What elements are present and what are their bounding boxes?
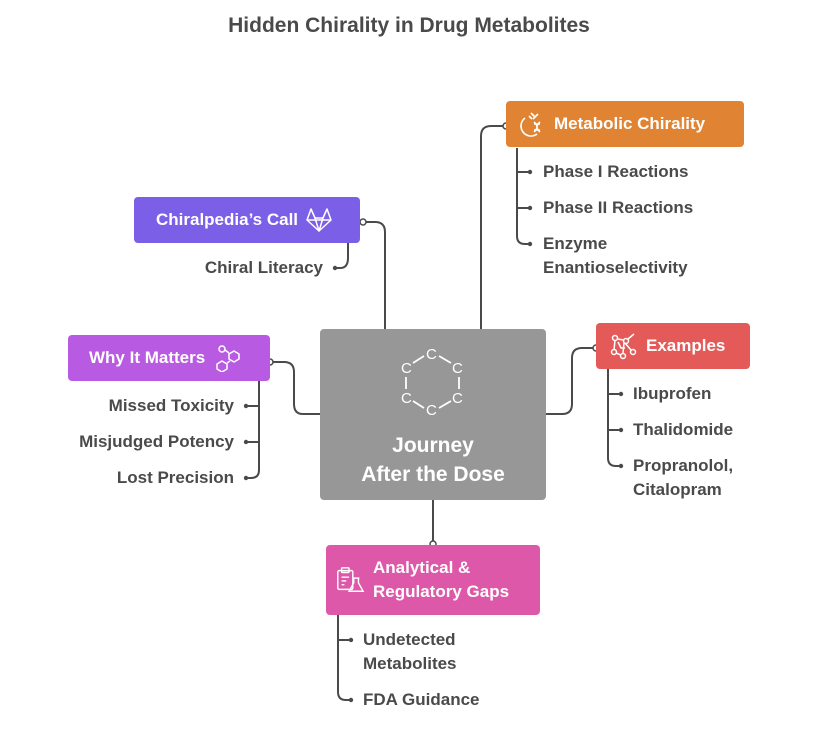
molecule-network-icon: [608, 331, 638, 361]
node-metabolic-chirality-label: Metabolic Chirality: [554, 114, 706, 133]
node-why-it-matters[interactable]: Why It Matters: [68, 335, 270, 381]
leaf-chiral-literacy: Chiral Literacy: [204, 258, 323, 277]
node-analytical-regulatory-gaps[interactable]: Analytical & Regulatory Gaps: [326, 545, 540, 615]
node-examples-label: Examples: [646, 336, 726, 355]
leaf-undetected: Undetected: [363, 630, 456, 649]
node-why-it-matters-label: Why It Matters: [89, 348, 206, 367]
connector-center-chiralpedia: [360, 221, 386, 329]
leaf-enzyme: Enzyme: [543, 234, 608, 253]
node-chiralpedias-call[interactable]: Chiralpedia’s Call: [134, 197, 360, 243]
leaf-thalidomide: Thalidomide: [633, 420, 734, 439]
bracket-metabolic: [516, 148, 529, 245]
node-examples[interactable]: Examples: [596, 323, 750, 369]
leaf-ibuprofen: Ibuprofen: [633, 384, 712, 403]
svg-text:C: C: [426, 346, 437, 363]
connector-center-examples: [546, 347, 596, 415]
leaf-lost-precision: Lost Precision: [116, 468, 234, 487]
central-node[interactable]: C C C C C C Journey After the Dose: [320, 329, 546, 500]
connector-center-metabolic: [480, 125, 506, 329]
bracket-why: [247, 381, 260, 479]
leaf-phase-2: Phase II Reactions: [543, 198, 694, 217]
molecule-icon: [213, 343, 243, 373]
leaf-propranolol: Propranolol,: [633, 456, 734, 475]
bracket-gaps: [337, 615, 350, 701]
leaf-misjudged-potency: Misjudged Potency: [79, 432, 234, 451]
leaf-missed-toxicity: Missed Toxicity: [108, 396, 234, 415]
svg-text:C: C: [452, 390, 463, 407]
leaf-enantioselectivity: Enantioselectivity: [543, 258, 688, 277]
bracket-examples: [607, 369, 620, 467]
svg-text:C: C: [452, 360, 463, 377]
leaf-phase-1: Phase I Reactions: [543, 162, 689, 181]
benzene-ring-icon: C C C C C C: [401, 346, 463, 417]
bracket-chiralpedia: [336, 243, 349, 269]
leaf-citalopram: Citalopram: [633, 480, 722, 499]
central-node-label: Journey After the Dose: [361, 434, 505, 486]
node-chiralpedias-call-label: Chiralpedia’s Call: [156, 210, 299, 229]
node-analytical-regulatory-gaps-label: Analytical & Regulatory Gaps: [373, 558, 510, 601]
clipboard-flask-icon: [335, 565, 365, 595]
connector-center-why: [270, 361, 320, 415]
svg-text:C: C: [401, 390, 412, 407]
node-metabolic-chirality[interactable]: Metabolic Chirality: [506, 101, 744, 147]
anchor-chiralpedia: [359, 218, 367, 226]
metabolism-dna-icon: [516, 109, 546, 139]
svg-text:C: C: [401, 360, 412, 377]
gitlab-fox-icon: [304, 205, 334, 235]
diagram-title: Hidden Chirality in Drug Metabolites: [228, 14, 590, 37]
leaf-fda-guidance: FDA Guidance: [363, 690, 480, 709]
leaf-metabolites: Metabolites: [363, 654, 457, 673]
svg-text:C: C: [426, 402, 437, 417]
